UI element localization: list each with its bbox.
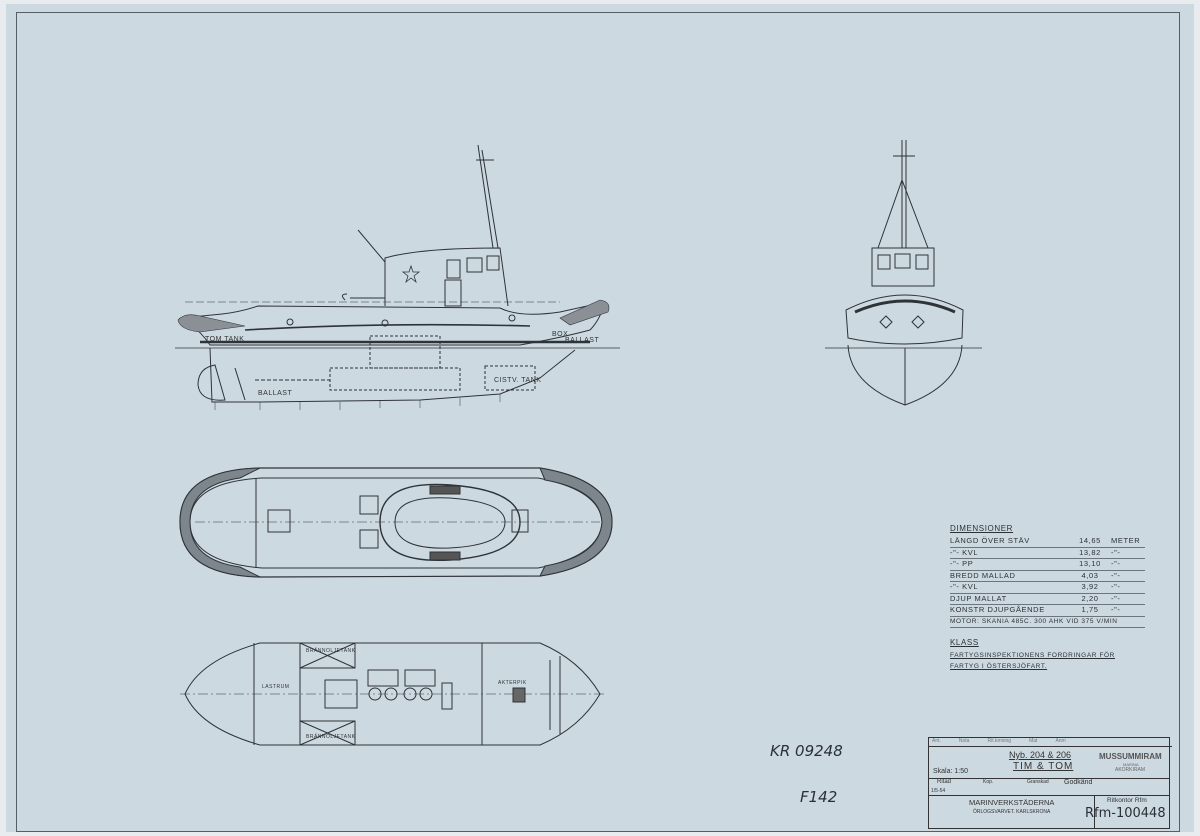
revision-header: Ant. Nota Rit.kmning Mat Anm	[929, 738, 1172, 747]
title-block: Ant. Nota Rit.kmning Mat Anm Nyb. 204 & …	[928, 737, 1172, 829]
archive-sub1: MARINA	[1123, 762, 1139, 767]
project-number: Nyb. 204 & 206	[1009, 750, 1072, 760]
dim-value: 3,92	[1081, 582, 1099, 591]
dim-unit: METER	[1111, 536, 1141, 545]
label-fuel-tank-1: BRÄNNOLJETANK	[306, 648, 356, 654]
label-fuel-tank-2: BRÄNNOLJETANK	[306, 734, 356, 740]
divider	[929, 795, 1169, 796]
drawing-border	[16, 12, 1180, 832]
rev-col: Anm	[1055, 738, 1066, 744]
rev-col: Ant.	[932, 738, 941, 744]
side-elevation-view	[175, 144, 620, 410]
dim-row: -"- KVL 3,92 -"-	[950, 582, 1145, 594]
dim-name: -"- KVL	[950, 547, 979, 557]
dim-name: DJUP MALLAT	[950, 593, 1007, 603]
dim-unit: -"-	[1111, 593, 1121, 603]
date: 1/5-54	[931, 788, 946, 794]
dim-row: -"- KVL 13,82 -"-	[950, 547, 1145, 559]
dim-value: 13,82	[1079, 547, 1101, 557]
label-lastrum: LASTRUM	[262, 684, 290, 690]
archive-sub2: AKORKIRAM	[1115, 767, 1146, 773]
rev-col: Rit.kmning	[987, 738, 1012, 744]
ritad-label: Ritad	[937, 779, 952, 785]
handwritten-ref: KR 09248	[770, 742, 843, 760]
dim-unit: -"-	[1111, 547, 1121, 557]
divider	[1094, 795, 1095, 828]
rev-col: Nota	[958, 738, 970, 744]
dimensions-table: DIMENSIONER LÄNGD ÖVER STÄV 14,65 METER -"…	[950, 524, 1145, 672]
label-tom-tank: TOM TANK	[205, 336, 245, 343]
klass-text: FARTYGSINSPEKTIONENS FORDRINGAR FÖR FART…	[950, 652, 1115, 670]
scale: Skala: 1:50	[933, 768, 969, 775]
dim-name: BREDD MALLAD	[950, 570, 1016, 580]
dim-row: -"- PP 13,10 -"-	[950, 559, 1145, 571]
dim-row: LÄNGD ÖVER STÄV 14,65 METER	[950, 536, 1145, 548]
dim-name: KONSTR DJUPGÅENDE	[950, 605, 1045, 614]
dim-row: DJUP MALLAT 2,20 -"-	[950, 593, 1145, 605]
dimensions-title: DIMENSIONER	[950, 524, 1014, 533]
motor-row: MOTOR: SKANIA 485C. 300 AHK VID 375 V/MI…	[950, 617, 1145, 628]
label-ballast-fwd: BALLAST	[565, 337, 600, 344]
dim-value: 1,75	[1081, 605, 1099, 614]
hold-plan-view	[180, 642, 605, 746]
ritkontor-label: Ritkontor Rfm	[1107, 797, 1147, 804]
deck-plan-view	[179, 467, 613, 578]
dim-row: KONSTR DJUPGÅENDE 1,75 -"-	[950, 605, 1145, 617]
dim-unit: -"-	[1111, 559, 1121, 568]
divider	[929, 778, 1169, 779]
label-akterpik: AKTERPIK	[498, 680, 527, 686]
dim-value: 2,20	[1081, 593, 1099, 603]
company-sub: ÖRLOGSVARVET. KARLSKRONA	[973, 809, 1051, 815]
vessel-name: TIM & TOM	[1013, 761, 1074, 772]
dim-name: -"- KVL	[950, 582, 979, 591]
front-elevation-view	[825, 140, 982, 406]
dim-name: LÄNGD ÖVER STÄV	[950, 536, 1030, 545]
granskad-label: Granskad	[1027, 779, 1049, 785]
company: MARINVERKSTÄDERNA	[969, 798, 1055, 807]
godkand-label: Godkänd	[1064, 779, 1093, 786]
archive-stamp: MUSSUMMIRAM	[1099, 752, 1162, 761]
kop-label: Kop.	[983, 779, 994, 785]
handwritten-code: F142	[800, 788, 838, 806]
label-ballast-aft: BALLAST	[258, 390, 293, 397]
klass-title: KLASS	[950, 638, 979, 647]
drawing-number: Rfm-100448	[1085, 806, 1166, 821]
dim-row: BREDD MALLAD 4,03 -"-	[950, 570, 1145, 582]
label-cistv-tank: CISTV. TANK	[494, 377, 542, 384]
label-box: BOX	[552, 331, 569, 338]
dim-unit: -"-	[1111, 582, 1121, 591]
dim-name: -"- PP	[950, 559, 974, 568]
rev-col: Mat	[1029, 738, 1038, 744]
dim-value: 4,03	[1081, 570, 1099, 580]
dim-value: 13,10	[1079, 559, 1101, 568]
dim-unit: -"-	[1111, 605, 1121, 614]
dim-unit: -"-	[1111, 570, 1121, 580]
dim-value: 14,65	[1079, 536, 1101, 545]
